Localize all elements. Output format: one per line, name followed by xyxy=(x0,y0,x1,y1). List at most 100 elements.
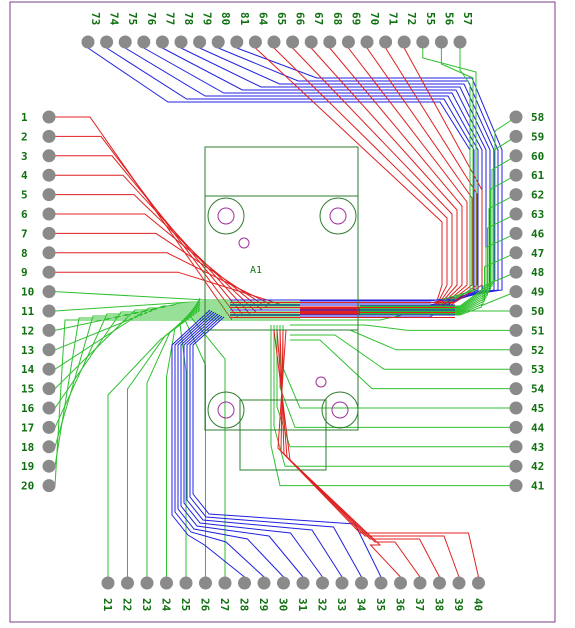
pin-label: 63 xyxy=(531,208,544,221)
board-frame xyxy=(9,1,556,623)
pin-label: 73 xyxy=(89,12,102,25)
pin-label: 2 xyxy=(21,130,28,143)
pad xyxy=(509,265,523,279)
pin-label: 20 xyxy=(21,480,34,493)
pad xyxy=(509,188,523,202)
trace xyxy=(54,305,300,351)
trace xyxy=(273,325,516,467)
trace xyxy=(439,48,471,309)
trace xyxy=(54,303,300,331)
pad xyxy=(509,362,523,376)
mounting-hole-ring xyxy=(207,197,245,235)
pad xyxy=(509,401,523,415)
pad xyxy=(42,362,56,376)
pin-label: 38 xyxy=(433,598,446,611)
pad xyxy=(416,35,430,49)
pad xyxy=(277,576,290,590)
trace xyxy=(186,314,343,578)
pad xyxy=(42,188,56,202)
pin-label: 16 xyxy=(21,402,35,415)
pin-label: 61 xyxy=(531,169,545,182)
pin-label: 22 xyxy=(121,598,134,611)
pin-label: 75 xyxy=(126,12,139,25)
pad xyxy=(42,226,56,240)
pin-label: 59 xyxy=(531,130,544,143)
pin-label: 39 xyxy=(452,598,465,611)
mounting-hole xyxy=(329,207,347,225)
pad xyxy=(100,35,114,49)
pin-label: 41 xyxy=(531,480,545,493)
trace xyxy=(87,47,471,318)
pad xyxy=(355,576,368,590)
pad xyxy=(509,149,523,163)
pin-label: 9 xyxy=(21,266,28,279)
pin-label: 24 xyxy=(160,598,173,612)
trace xyxy=(183,313,323,578)
pin-label: 12 xyxy=(21,324,34,337)
pin-label: 36 xyxy=(394,598,407,612)
pin-label: 31 xyxy=(296,598,309,612)
pin-label: 33 xyxy=(335,598,348,611)
pin-label: 3 xyxy=(21,150,28,163)
trace xyxy=(174,310,265,578)
pad xyxy=(42,382,56,396)
pad xyxy=(137,35,151,49)
pin-label: 5 xyxy=(21,189,28,202)
pin-label: 54 xyxy=(531,383,545,396)
pad xyxy=(509,304,523,318)
pad xyxy=(218,576,232,590)
trace xyxy=(177,311,284,578)
component-body xyxy=(204,146,359,431)
pin-label: 68 xyxy=(331,12,344,25)
pad xyxy=(509,440,523,454)
pad xyxy=(193,35,207,49)
pad xyxy=(140,576,154,590)
pin-label: 64 xyxy=(256,12,269,26)
pin-label: 77 xyxy=(163,12,176,25)
pin-label: 14 xyxy=(21,363,35,376)
pad xyxy=(42,343,56,357)
pin-label: 47 xyxy=(531,247,544,260)
pad xyxy=(374,576,388,590)
pad xyxy=(174,35,188,49)
pin-label: 62 xyxy=(531,189,544,202)
pad xyxy=(42,168,56,182)
pad xyxy=(42,304,56,318)
pin-label: 35 xyxy=(374,598,387,611)
pin-label: 32 xyxy=(316,598,329,611)
pin-label: 66 xyxy=(294,12,307,26)
pad xyxy=(323,35,337,49)
pad xyxy=(286,35,300,49)
trace xyxy=(276,325,516,448)
trace xyxy=(49,232,300,309)
pin-label: 4 xyxy=(21,169,28,182)
pad xyxy=(397,35,411,49)
pin-label: 19 xyxy=(21,460,34,473)
trace xyxy=(127,307,201,577)
pad xyxy=(509,459,523,473)
trace xyxy=(236,47,503,302)
pad xyxy=(509,207,523,221)
pad xyxy=(42,110,56,124)
pin-label: 50 xyxy=(531,305,544,318)
pin-label: 43 xyxy=(531,441,544,454)
pad xyxy=(335,576,349,590)
pin-label: 69 xyxy=(349,12,362,25)
pad xyxy=(379,35,393,49)
trace xyxy=(49,155,300,317)
pad xyxy=(179,576,193,590)
pin-label: 57 xyxy=(461,12,474,25)
trace xyxy=(290,329,516,351)
pin-label: 46 xyxy=(531,227,545,240)
pad xyxy=(121,576,134,590)
pin-label: 27 xyxy=(218,598,231,611)
pad xyxy=(316,576,329,590)
pin-label: 23 xyxy=(140,598,153,611)
trace xyxy=(276,329,421,578)
trace xyxy=(273,329,401,578)
pin-label: 26 xyxy=(199,598,212,612)
trace xyxy=(189,297,226,577)
